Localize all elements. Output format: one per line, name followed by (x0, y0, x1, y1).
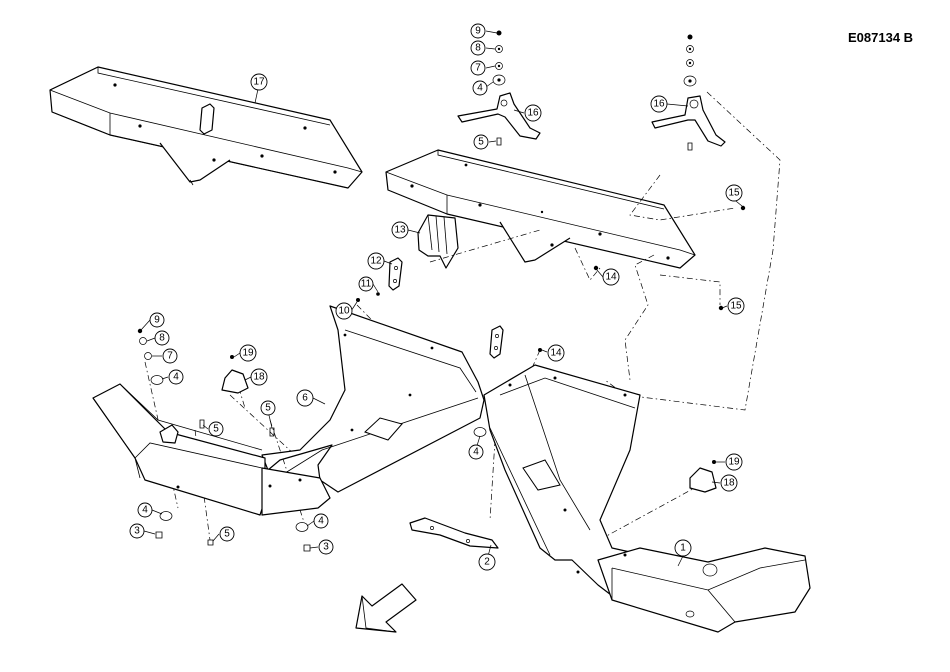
callout-9: 9 (471, 24, 485, 38)
svg-text:4: 4 (318, 516, 324, 527)
svg-text:13: 13 (394, 225, 406, 236)
callout-4: 4 (169, 370, 183, 384)
svg-text:4: 4 (477, 83, 483, 94)
svg-text:15: 15 (728, 188, 740, 199)
part-6-frame-left (262, 306, 484, 492)
callout-5: 5 (220, 527, 234, 541)
callout-4: 4 (314, 514, 328, 528)
callout-17: 17 (251, 74, 267, 90)
svg-text:7: 7 (475, 63, 481, 74)
svg-text:19: 19 (728, 457, 740, 468)
callout-4: 4 (469, 445, 483, 459)
svg-text:17: 17 (253, 77, 265, 88)
direction-arrow (356, 584, 416, 632)
left-beam (93, 384, 330, 515)
svg-text:11: 11 (361, 279, 372, 290)
callout-5: 5 (209, 422, 223, 436)
svg-text:4: 4 (142, 505, 148, 516)
svg-text:6: 6 (302, 393, 308, 404)
part-18-bracket-right (690, 468, 716, 492)
svg-text:8: 8 (475, 43, 481, 54)
svg-text:3: 3 (134, 526, 140, 537)
svg-text:1: 1 (680, 543, 686, 554)
svg-text:8: 8 (159, 333, 165, 344)
callout-14: 14 (548, 345, 564, 361)
callout-2: 2 (479, 554, 495, 570)
part-17-panel (50, 67, 362, 188)
callout-16: 16 (525, 105, 541, 121)
callout-15: 15 (728, 298, 744, 314)
callout-12: 12 (368, 253, 384, 269)
svg-text:16: 16 (527, 108, 539, 119)
small-bracket-center (490, 326, 503, 358)
callout-19: 19 (726, 454, 742, 470)
callout-14: 14 (603, 269, 619, 285)
callout-5: 5 (474, 135, 488, 149)
svg-text:4: 4 (473, 447, 479, 458)
svg-text:14: 14 (550, 348, 562, 359)
part-2-bracket (410, 518, 498, 548)
callout-8: 8 (155, 331, 169, 345)
svg-text:14: 14 (605, 272, 617, 283)
svg-text:9: 9 (475, 26, 481, 37)
svg-text:9: 9 (154, 315, 160, 326)
svg-text:7: 7 (167, 351, 173, 362)
part-12-bracket (389, 258, 402, 290)
svg-text:15: 15 (730, 301, 742, 312)
callout-7: 7 (471, 61, 485, 75)
svg-text:18: 18 (723, 478, 735, 489)
hardware-stack-right (684, 35, 696, 151)
svg-text:12: 12 (370, 256, 382, 267)
callout-4: 4 (473, 81, 487, 95)
drawing-reference: E087134 B (848, 30, 913, 45)
svg-text:16: 16 (653, 99, 665, 110)
callout-10: 10 (336, 303, 352, 319)
svg-text:3: 3 (323, 542, 329, 553)
callout-18: 18 (251, 369, 267, 385)
svg-text:5: 5 (478, 137, 484, 148)
svg-text:10: 10 (338, 306, 350, 317)
part-18-bracket-left (222, 370, 248, 393)
callout-18: 18 (721, 475, 737, 491)
svg-text:5: 5 (265, 403, 271, 414)
part-13-cover (418, 215, 458, 268)
svg-text:18: 18 (253, 372, 265, 383)
callout-1: 1 (675, 540, 691, 556)
svg-text:19: 19 (242, 348, 254, 359)
callout-15: 15 (726, 185, 742, 201)
callout-3: 3 (319, 540, 333, 554)
svg-text:5: 5 (224, 529, 230, 540)
callout-5: 5 (261, 401, 275, 415)
callout-9: 9 (150, 313, 164, 327)
callout-3: 3 (130, 524, 144, 538)
part-1-right-beam (598, 548, 810, 632)
svg-text:5: 5 (213, 424, 219, 435)
callout-6: 6 (297, 390, 313, 406)
svg-text:4: 4 (173, 372, 179, 383)
callout-8: 8 (471, 41, 485, 55)
callout-19: 19 (240, 345, 256, 361)
callout-7: 7 (163, 349, 177, 363)
svg-text:2: 2 (484, 557, 490, 568)
callout-11: 11 (359, 277, 373, 291)
callout-13: 13 (392, 222, 408, 238)
hardware-stack-left (493, 31, 505, 146)
callout-16: 16 (651, 96, 667, 112)
callout-4: 4 (138, 503, 152, 517)
